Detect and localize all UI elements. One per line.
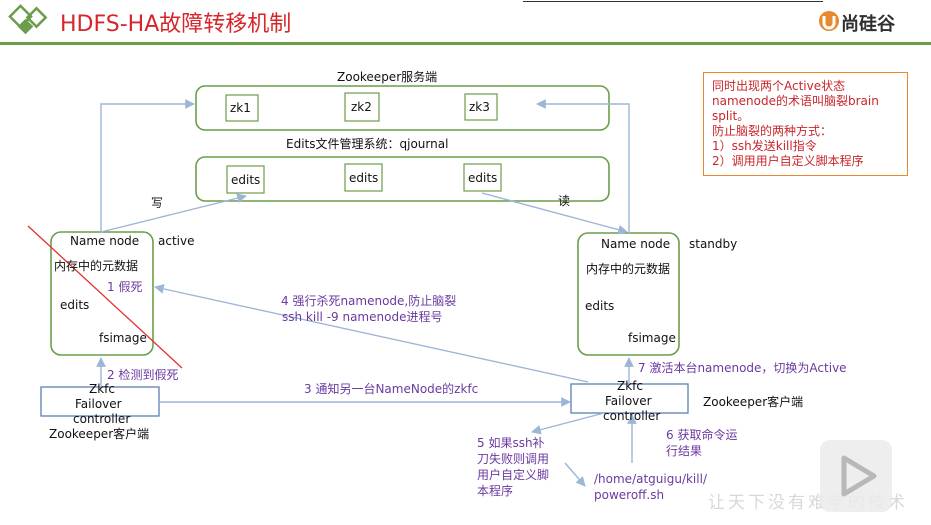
edits-system-label: Edits文件管理系统：qjournal	[286, 137, 449, 151]
zkfc-left-top: Zkfc	[89, 382, 115, 396]
active-namenode-title: Name node	[70, 234, 140, 248]
zkfc-right-client: Zookeeper客户端	[703, 395, 804, 409]
header-bar	[0, 0, 931, 42]
zkfc-right-line1: Failover	[605, 394, 652, 408]
play-icon[interactable]	[820, 440, 892, 512]
brain-split-note: 同时出现两个Active状态 namenode的术语叫脑裂brain split…	[703, 72, 908, 176]
standby-edits-label: edits	[585, 299, 615, 313]
zkfc-left-client: Zookeeper客户端	[49, 427, 150, 441]
zk2-label: zk2	[351, 100, 372, 114]
brand-logo-icon	[819, 11, 839, 31]
step-6-line2: 行结果	[666, 444, 703, 458]
step-5-line2: 刀失败则调用	[477, 452, 550, 466]
script-path-arrow	[564, 462, 586, 487]
standby-namenode-title: Name node	[601, 237, 671, 251]
zkfc-left-line2: controller	[73, 412, 131, 426]
step-7-label: 7 激活本台namenode，切换为Active	[638, 361, 847, 375]
step-5-line4: 本程序	[477, 484, 514, 498]
zk3-node	[464, 93, 498, 121]
step-6-line1: 6 获取命令运	[666, 428, 738, 442]
brand-name: 尚硅谷	[841, 14, 895, 35]
note-line-1: 同时出现两个Active状态	[712, 79, 846, 93]
standby-state-label: standby	[689, 237, 738, 251]
script-path-line2: poweroff.sh	[594, 488, 665, 502]
invoke-script-arrow	[531, 412, 605, 435]
step-5-line1: 5 如果ssh补	[477, 436, 545, 450]
edits-system-box	[195, 156, 610, 202]
zkfc-right-box	[570, 383, 689, 414]
note-line-4: 防止脑裂的两种方式：	[712, 124, 833, 138]
zookeeper-server-box	[195, 85, 610, 131]
active-edits-label: edits	[60, 298, 90, 312]
edits-1-label: edits	[231, 173, 261, 187]
active-fsimage-label: fsimage	[99, 331, 147, 345]
top-rule	[523, 1, 823, 2]
note-line-6: 2）调用用户自定义脚本程序	[712, 154, 864, 168]
video-play-overlay[interactable]	[820, 440, 892, 512]
active-to-zookeeper-arrow	[100, 99, 195, 232]
note-line-5: 1）ssh发送kill指令	[712, 139, 817, 153]
standby-to-zookeeper-arrow	[536, 99, 630, 233]
zookeeper-server-label: Zookeeper服务端	[337, 70, 438, 84]
write-arrow	[100, 193, 247, 233]
kill-arrow	[154, 284, 589, 383]
script-path-line1: /home/atguigu/kill/	[594, 472, 707, 486]
standby-fsimage-label: fsimage	[628, 331, 676, 345]
write-label: 写	[151, 196, 164, 210]
zk3-label: zk3	[469, 100, 490, 114]
zkfc-right-line2: controller	[603, 409, 661, 423]
edits-3-label: edits	[468, 171, 498, 185]
zk1-label: zk1	[230, 101, 251, 115]
note-line-3: split。	[712, 109, 750, 123]
page-title: HDFS-HA故障转移机制	[60, 12, 292, 37]
read-arrow	[481, 192, 628, 235]
edits-2-label: edits	[349, 171, 379, 185]
zkfc-left-line1: Failover	[75, 397, 122, 411]
read-label: 读	[558, 194, 571, 208]
active-state-label: active	[158, 234, 195, 248]
note-line-2: namenode的术语叫脑裂brain	[712, 94, 879, 108]
step-3-label: 3 通知另一台NameNode的zkfc	[304, 382, 479, 396]
step-4-line2: ssh kill -9 namenode进程号	[282, 310, 443, 324]
diamond-logo-icon	[8, 4, 48, 35]
step-2-label: 2 检测到假死	[107, 368, 179, 382]
zk1-node	[225, 94, 259, 122]
step-5-line3: 用户自定义脚	[477, 468, 550, 482]
zkfc-left-box	[40, 386, 160, 417]
step-4-line1: 4 强行杀死namenode,防止脑裂	[281, 294, 457, 308]
active-metadata-label: 内存中的元数据	[54, 259, 139, 273]
zk2-node	[344, 92, 380, 122]
fake-death-cross-line	[27, 225, 183, 369]
edits-node-3	[463, 163, 502, 192]
edits-node-2	[344, 163, 383, 192]
standby-metadata-label: 内存中的元数据	[586, 262, 671, 276]
step-1-label: 1 假死	[107, 280, 143, 294]
edits-node-1	[226, 165, 265, 194]
header-divider	[0, 42, 931, 45]
zkfc-right-top: Zkfc	[617, 379, 643, 393]
